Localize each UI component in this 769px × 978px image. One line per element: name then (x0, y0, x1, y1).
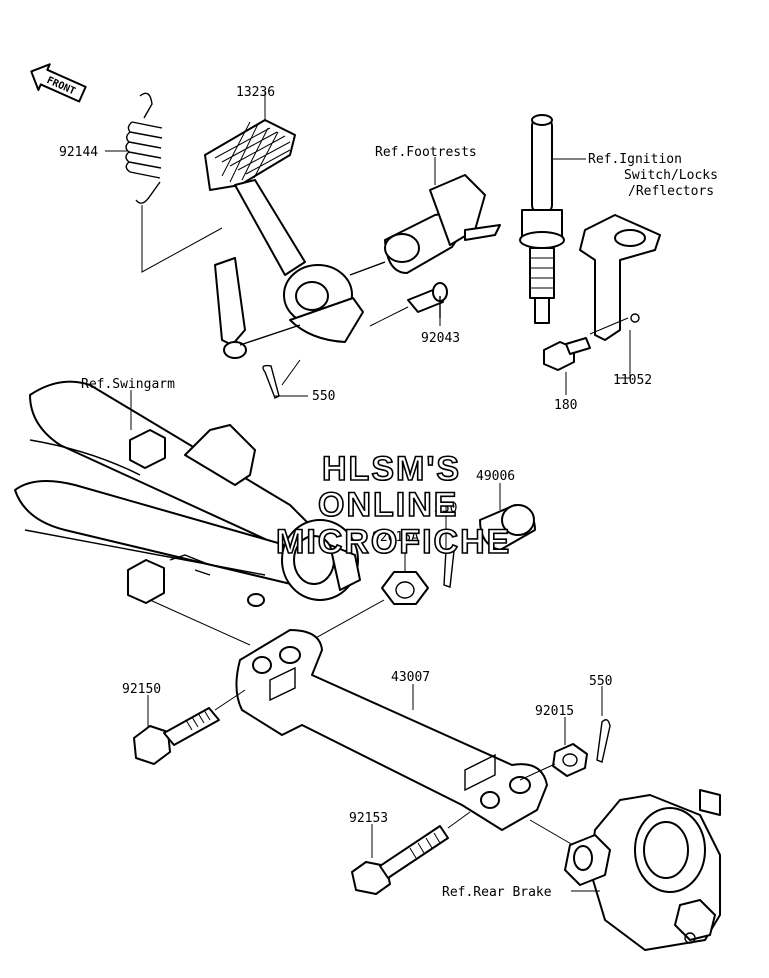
ignition-switch (519, 114, 565, 324)
label-ref-ignition-1: Ref.Ignition (588, 152, 682, 167)
label-ref-ignition-2: Switch/Locks (624, 168, 718, 183)
front-arrow-icon: FRONT (30, 63, 87, 103)
bracket-11052 (579, 214, 661, 341)
leader-lines (105, 92, 631, 892)
label-92153: 92153 (349, 811, 388, 826)
watermark: HLSM'S ONLINE MICROFICHE (275, 449, 511, 562)
label-92015: 92015 (535, 704, 574, 719)
watermark-line-2: ONLINE (318, 486, 458, 524)
label-11052: 11052 (613, 373, 652, 388)
brake-pedal-13236 (204, 119, 364, 359)
tension-rod-43007 (235, 629, 548, 831)
footrest-pivot (349, 174, 501, 276)
bolt-180 (543, 337, 591, 371)
bolt-92150 (133, 689, 246, 765)
bushing-49006 (479, 504, 536, 551)
label-92150: 92150 (122, 682, 161, 697)
label-ref-footrests: Ref.Footrests (375, 145, 477, 160)
label-43007: 43007 (391, 670, 430, 685)
rear-brake-caliper (529, 789, 721, 951)
label-49006: 49006 (476, 469, 515, 484)
label-13236: 13236 (236, 85, 275, 100)
label-180: 180 (554, 398, 577, 413)
spring-link-line (141, 205, 223, 273)
label-550-middle: 550 (434, 501, 457, 516)
label-ref-swingarm: Ref.Swingarm (81, 377, 175, 392)
label-92144: 92144 (59, 145, 98, 160)
swingarm (14, 380, 361, 646)
label-92043: 92043 (421, 331, 460, 346)
label-550-top: 550 (312, 389, 335, 404)
watermark-line-1: HLSM'S (322, 450, 461, 488)
cotter-pin-550-middle (443, 548, 455, 588)
label-550-bottom: 550 (589, 674, 612, 689)
cotter-pin-550-bottom (596, 719, 611, 763)
pin-92043 (369, 282, 448, 327)
nut-92015A (311, 571, 429, 641)
bolt-92153 (351, 811, 471, 895)
label-92015A: 92015A (372, 530, 419, 545)
nut-92015 (519, 743, 588, 781)
watermark-line-3: MICROFICHE (276, 523, 511, 561)
cotter-pin-550-top (262, 359, 301, 399)
label-ref-ignition-3: /Reflectors (628, 184, 714, 199)
label-ref-rear-brake: Ref.Rear Brake (442, 885, 552, 900)
spring-92144 (125, 92, 163, 204)
